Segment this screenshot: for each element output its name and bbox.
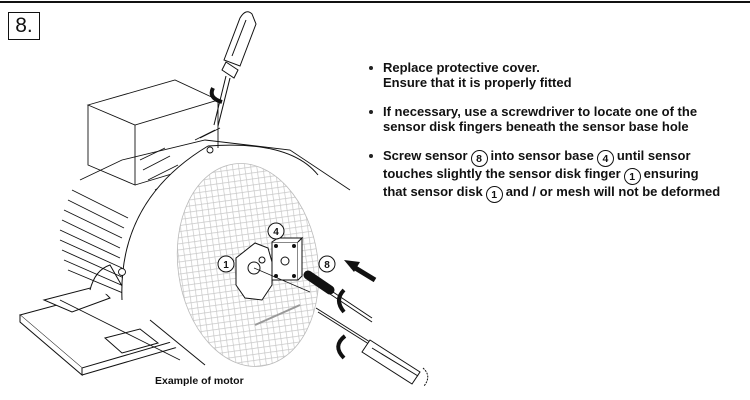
instruction-text: sensor disk fingers beneath the sensor b… [383, 118, 689, 134]
push-arrow-icon [344, 260, 377, 283]
part-ref-sensor-disk: 1 [623, 168, 641, 185]
instruction-text: that sensor disk [383, 184, 483, 199]
instruction-text: into sensor base [490, 148, 594, 163]
step-number: 8. [8, 12, 40, 40]
instruction-item: Replace protective cover. Ensure that it… [367, 60, 747, 90]
instruction-text: ensuring [643, 166, 699, 181]
screwdriver-icon [213, 11, 257, 127]
callout-sensor: 8 [318, 255, 336, 273]
instruction-text: touches slightly the sensor disk finger [383, 166, 621, 181]
instruction-text: Replace protective cover. [383, 60, 540, 75]
instruction-text: Ensure that it is properly fitted [383, 74, 572, 90]
instruction-item: If necessary, use a screwdriver to locat… [367, 104, 747, 134]
part-ref-sensor-disk: 1 [485, 186, 503, 203]
svg-text:4: 4 [273, 227, 279, 238]
instruction-text: If necessary, use a screwdriver to locat… [383, 104, 698, 119]
instruction-text: until sensor [616, 148, 691, 163]
svg-text:1: 1 [223, 260, 229, 271]
callout-sensor-base: 4 [267, 222, 285, 240]
svg-text:8: 8 [324, 260, 330, 271]
instruction-text: and / or mesh will not be deformed [505, 184, 721, 199]
sensor [303, 270, 373, 323]
fan-cover [118, 144, 330, 367]
callout-sensor-disk: 1 [217, 255, 235, 273]
sensor-assembly [235, 236, 311, 326]
figure-caption: Example of motor [155, 375, 244, 387]
instruction-list: Replace protective cover. Ensure that it… [367, 60, 747, 218]
instruction-text: Screw sensor [383, 148, 468, 163]
part-ref-sensor-base: 4 [596, 150, 614, 167]
part-ref-sensor: 8 [470, 150, 488, 167]
screwdriver-icon [315, 307, 429, 387]
top-rule [0, 1, 750, 3]
